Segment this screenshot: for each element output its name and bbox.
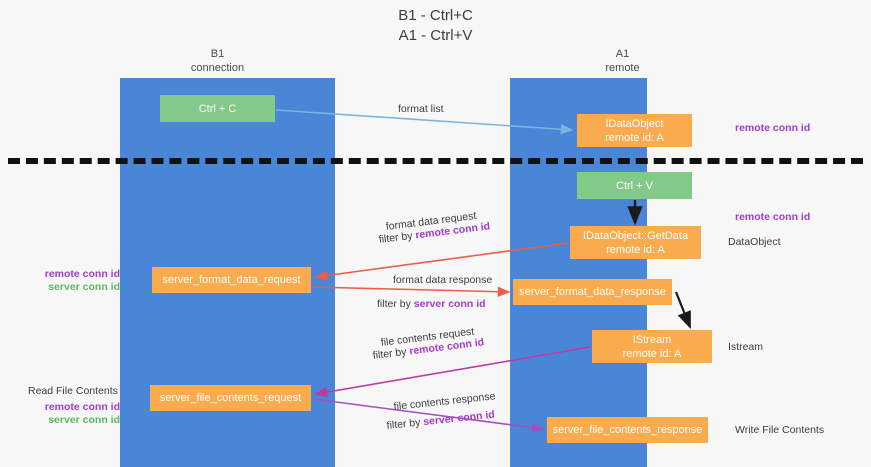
lane-header-a1: A1 remote	[555, 47, 690, 75]
node-sfd-request-label: server_format_data_request	[162, 274, 301, 286]
node-idataobject-line1: IDataObject	[605, 117, 664, 130]
node-idataobject[interactable]: IDataObject remote id: A	[577, 114, 692, 147]
title-line-1: B1 - Ctrl+C	[398, 7, 473, 24]
node-getdata-line2: remote id: A	[606, 243, 665, 256]
node-sfd-response-label: server_format_data_response	[519, 286, 666, 298]
node-sfc-response-label: server_file_contents_response	[552, 424, 703, 436]
annotation-right-remote-conn-id-top: remote conn id	[735, 122, 811, 134]
annotation-left-remote-conn-id-mid: remote conn id	[44, 268, 120, 280]
edge-label-format-data-response: format data response	[393, 274, 493, 286]
edge-label-format-list: format list	[398, 103, 444, 115]
node-ctrl-v-label: Ctrl + V	[616, 179, 653, 192]
node-server-file-contents-response[interactable]: server_file_contents_response	[547, 417, 708, 443]
node-istream-line1: IStream	[632, 333, 672, 346]
lane-b1-name: B1	[210, 48, 225, 60]
annotation-left-remote-conn-id-bottom: remote conn id	[44, 401, 120, 413]
node-istream-line2: remote id: A	[622, 347, 682, 360]
node-istream[interactable]: IStream remote id: A	[592, 330, 712, 363]
section-divider	[8, 158, 863, 164]
edge-response-to-istream	[674, 291, 692, 330]
lane-b1-role: connection	[190, 62, 245, 74]
node-ctrl-v[interactable]: Ctrl + V	[577, 172, 692, 199]
filter-prefix: filter by	[377, 298, 414, 310]
title-line-2: A1 - Ctrl+V	[398, 27, 473, 44]
annotation-right-remote-conn-id-mid: remote conn id	[735, 211, 811, 223]
lane-header-b1: B1 connection	[150, 47, 285, 75]
filter-prefix: filter by	[386, 416, 424, 432]
annotation-left-server-conn-id-mid: server conn id	[48, 281, 120, 293]
lane-a1-name: A1	[615, 48, 630, 60]
node-ctrl-c[interactable]: Ctrl + C	[160, 95, 275, 122]
diagram-title: B1 - Ctrl+C A1 - Ctrl+V	[0, 6, 871, 46]
node-server-format-data-response[interactable]: server_format_data_response	[513, 279, 672, 305]
filter-prefix: filter by	[378, 229, 417, 246]
annotation-right-istream: Istream	[728, 341, 764, 353]
annotation-right-dataobject: DataObject	[728, 236, 781, 248]
annotation-left-read-file-contents: Read File Contents	[28, 385, 118, 397]
lane-a1-role: remote	[605, 62, 640, 74]
edge-label-format-data-response-filter: filter by server conn id	[377, 297, 486, 311]
annotation-left-server-conn-id-bottom: server conn id	[48, 414, 120, 426]
filter-prefix: filter by	[372, 345, 411, 362]
edge-format-data-response	[311, 286, 511, 297]
node-server-format-data-request[interactable]: server_format_data_request	[152, 267, 311, 293]
node-ctrl-c-label: Ctrl + C	[198, 102, 237, 115]
annotation-left-conn-ids-bottom: remote conn id server conn id	[22, 401, 120, 427]
node-sfc-request-label: server_file_contents_request	[159, 392, 302, 404]
annotation-left-conn-ids-mid: remote conn id server conn id	[22, 268, 120, 294]
filter-key-server-conn-id: server conn id	[422, 408, 496, 429]
annotation-right-write-file-contents: Write File Contents	[735, 424, 825, 436]
node-idataobject-getdata[interactable]: IDataObject::GetData remote id: A	[570, 226, 701, 259]
node-getdata-line1: IDataObject::GetData	[582, 229, 689, 242]
node-idataobject-line2: remote id: A	[605, 131, 664, 144]
node-server-file-contents-request[interactable]: server_file_contents_request	[150, 385, 311, 411]
filter-key-server-conn-id: server conn id	[413, 298, 486, 310]
